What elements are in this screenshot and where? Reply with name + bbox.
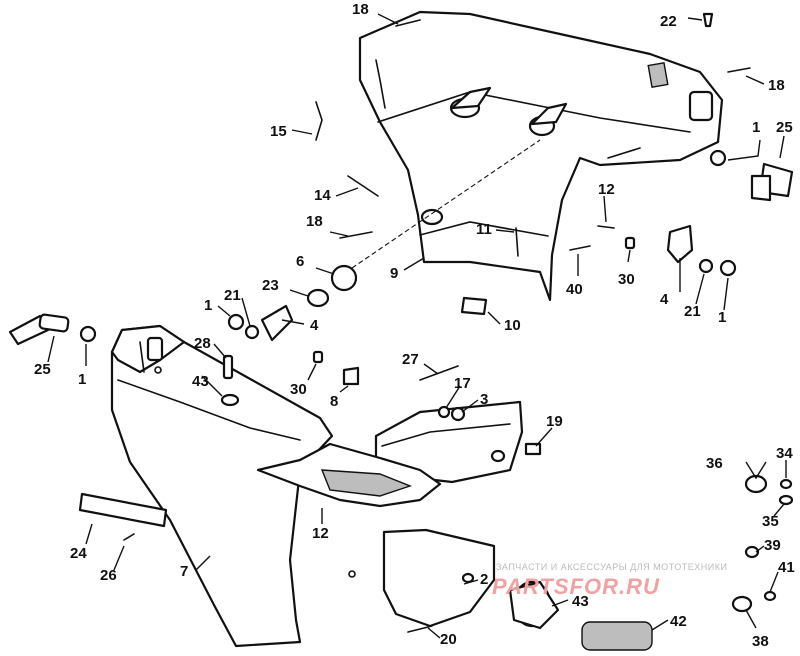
label-40: 40 xyxy=(566,281,583,298)
label-26: 26 xyxy=(100,567,117,584)
label-21-left: 21 xyxy=(224,287,241,304)
leader-lines xyxy=(47,13,787,639)
label-7: 7 xyxy=(180,563,188,580)
label-10: 10 xyxy=(504,317,521,334)
label-12: 12 xyxy=(312,525,329,542)
label-13: 12 xyxy=(598,181,615,198)
bracket-plate-part-2 xyxy=(382,528,496,628)
label-8: 8 xyxy=(330,393,338,410)
label-9: 9 xyxy=(390,265,398,282)
label-6: 6 xyxy=(296,253,304,270)
label-18-top: 18 xyxy=(352,1,369,18)
lower-cowl-right-half xyxy=(374,400,524,484)
label-20: 20 xyxy=(440,631,457,648)
label-11: 11 xyxy=(476,221,492,238)
label-21-right: 21 xyxy=(684,303,701,320)
label-25-left: 25 xyxy=(34,361,51,378)
label-19: 19 xyxy=(546,413,563,430)
watermark-brand: PARTSFOR.RU xyxy=(492,574,660,599)
label-4-right: 4 xyxy=(660,291,669,308)
latch-handle-left-part-25 xyxy=(8,313,70,346)
lower-cowl-part-7 xyxy=(110,324,356,648)
label-25-right: 25 xyxy=(776,119,793,136)
label-1-right-top: 1 xyxy=(752,119,760,136)
label-35: 35 xyxy=(762,513,779,530)
label-43: 43 xyxy=(572,593,589,610)
label-15: 15 xyxy=(270,123,287,140)
exhaust-seal-part-12 xyxy=(256,442,442,508)
latch-handle-right-part-25 xyxy=(750,162,794,202)
label-42: 42 xyxy=(670,613,687,630)
alignment-dashed-line xyxy=(351,139,541,269)
label-39: 41 xyxy=(778,559,795,576)
label-2: 2 xyxy=(480,571,488,588)
label-37: 38 xyxy=(752,633,769,650)
label-17: 17 xyxy=(454,375,471,392)
label-27: 27 xyxy=(402,351,419,368)
label-18-mid: 18 xyxy=(306,213,323,230)
label-30-right: 30 xyxy=(618,271,635,288)
label-1-right: 1 xyxy=(718,309,726,326)
label-14: 14 xyxy=(314,187,331,204)
seal-strip-part-24 xyxy=(78,492,168,528)
label-30-left: 30 xyxy=(290,381,307,398)
label-41: 43 xyxy=(192,373,209,390)
label-36: 36 xyxy=(706,455,723,472)
watermark: ЗАПЧАСТИ И АКСЕССУАРЫ ДЛЯ МОТОТЕХНИКИ PA… xyxy=(492,562,727,599)
label-24: 24 xyxy=(70,545,87,562)
label-38: 39 xyxy=(764,537,781,554)
label-22: 23 xyxy=(262,277,279,294)
small-hardware xyxy=(79,12,794,651)
upper-cowl-part-9 xyxy=(358,10,724,302)
label-1-left-mid: 1 xyxy=(204,297,212,314)
label-4-left: 4 xyxy=(310,317,319,334)
label-3: 3 xyxy=(480,391,488,408)
watermark-caption: ЗАПЧАСТИ И АКСЕССУАРЫ ДЛЯ МОТОТЕХНИКИ xyxy=(496,562,727,572)
label-18-right: 18 xyxy=(768,77,785,94)
label-23: 22 xyxy=(660,13,677,30)
label-1-left: 1 xyxy=(78,371,86,388)
part-number-labels: 18 22 18 15 1 25 14 12 18 11 6 9 23 40 3… xyxy=(34,1,795,650)
label-28: 28 xyxy=(194,335,211,352)
label-34: 34 xyxy=(776,445,793,462)
